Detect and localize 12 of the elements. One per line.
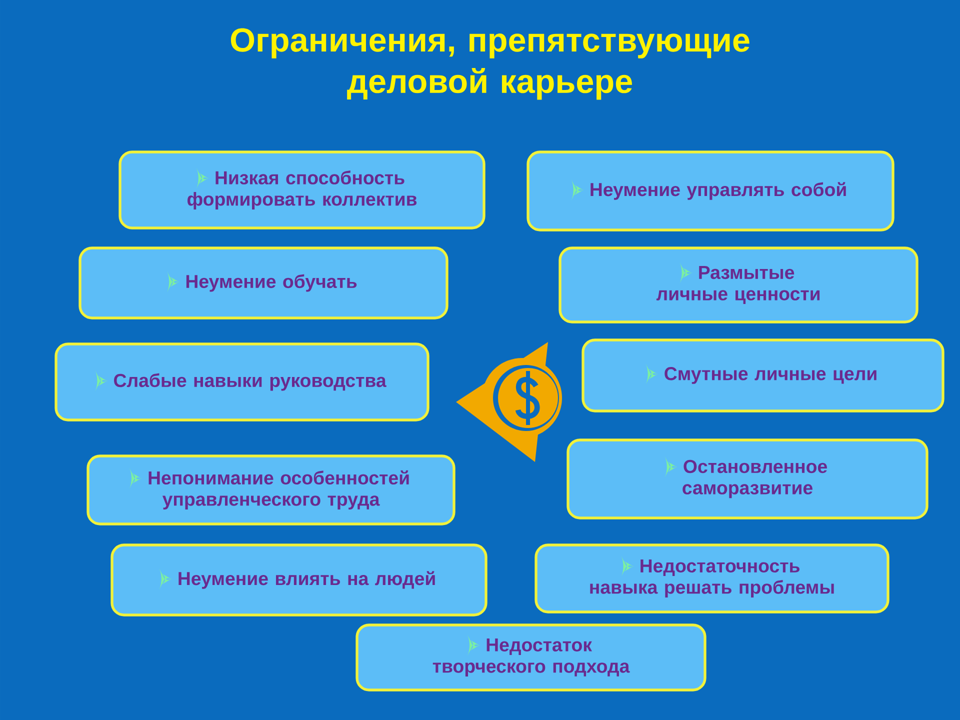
text-box: Неумение управлять собой bbox=[526, 150, 894, 232]
text-box: Недостаток творческого подхода bbox=[356, 624, 706, 692]
text-box: Размытые личные ценности bbox=[558, 246, 918, 324]
text-box: Непонимание особенностей управленческого труда bbox=[86, 454, 456, 526]
text-box: Неумение влиять на людей bbox=[110, 544, 488, 616]
text-box: Слабые навыки руководства bbox=[54, 342, 430, 422]
text-box: Остановленное саморазвитие bbox=[566, 438, 928, 520]
text-box: Неумение обучать bbox=[78, 246, 448, 320]
text-box: Недостаточность навыка решать проблемы bbox=[534, 544, 890, 614]
text-box: Низкая способность формировать коллектив bbox=[118, 150, 486, 230]
text-box: Смутные личные цели bbox=[582, 338, 944, 412]
slide-title: Ограничения, препятствующие деловой карьере bbox=[230, 28, 750, 100]
